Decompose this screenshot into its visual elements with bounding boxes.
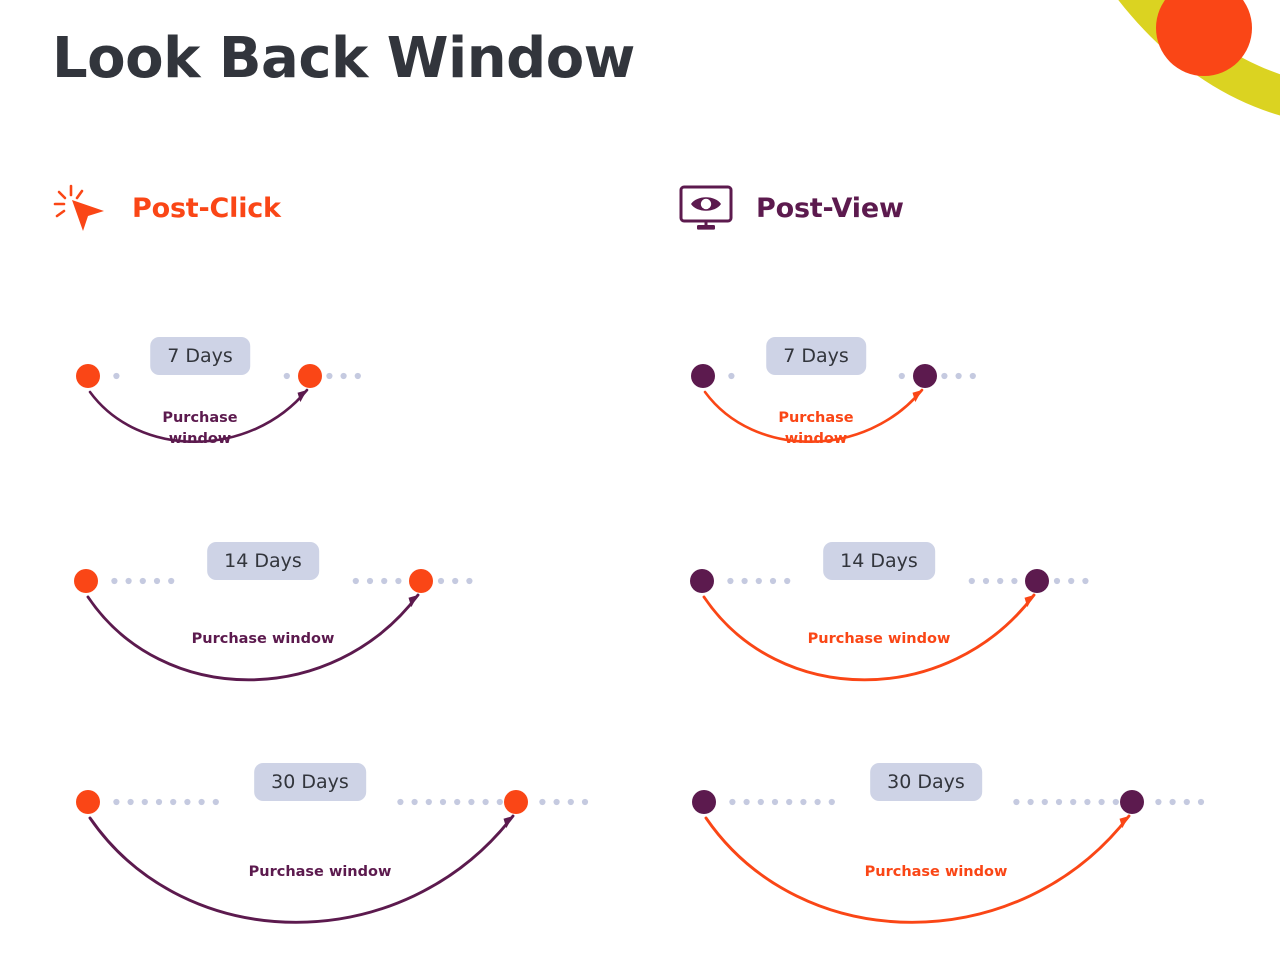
purchase-window-arrowhead [912, 390, 922, 403]
timeline-end-marker [298, 364, 322, 388]
timeline-dot-track [111, 577, 473, 585]
timeline-start-marker [76, 790, 100, 814]
purchase-window-arc [703, 388, 924, 443]
timeline-graphic [690, 569, 1089, 682]
day-window-label: 30 Days [271, 771, 349, 793]
timeline-graphic [74, 569, 473, 682]
corner-band-shape [1118, 0, 1280, 116]
day-window-pill[interactable]: 7 Days [766, 337, 866, 375]
timeline-end-marker [1025, 569, 1049, 593]
post-view-title: Post-View [756, 192, 904, 224]
timeline-start-marker [690, 569, 714, 593]
timeline-dot-track [729, 798, 1205, 806]
page-title: Look Back Window [52, 26, 635, 91]
timeline-dot-track [113, 372, 361, 380]
timeline-end-marker [913, 364, 937, 388]
purchase-window-label: Purchase window [807, 631, 951, 647]
purchase-window-label: Purchase window [162, 410, 238, 447]
purchase-window-label: Purchase window [778, 410, 854, 447]
day-window-label: 14 Days [840, 550, 918, 572]
timeline-start-marker [74, 569, 98, 593]
purchase-window-arc [86, 593, 420, 682]
purchase-window-arrowhead [408, 595, 418, 608]
corner-circle-shape [1156, 0, 1252, 76]
day-window-pill[interactable]: 30 Days [254, 763, 366, 801]
timeline-dot-track [727, 577, 1089, 585]
timeline-end-marker [409, 569, 433, 593]
purchase-window-arrowhead [297, 390, 307, 403]
day-window-label: 30 Days [887, 771, 965, 793]
timeline-dot-track [728, 372, 976, 380]
purchase-window-label: Purchase window [191, 631, 335, 647]
timeline-graphic [691, 364, 976, 443]
timeline-dot-track [113, 798, 589, 806]
post-click-title: Post-Click [132, 192, 281, 224]
day-window-label: 14 Days [224, 550, 302, 572]
post-view-header: Post-View [678, 180, 904, 236]
day-window-label: 7 Days [167, 345, 233, 367]
day-window-label: 7 Days [783, 345, 849, 367]
purchase-window-arc [702, 593, 1036, 682]
timeline-end-marker [504, 790, 528, 814]
timeline-start-marker [76, 364, 100, 388]
day-window-pill[interactable]: 30 Days [870, 763, 982, 801]
timeline-start-marker [692, 790, 716, 814]
day-window-pill[interactable]: 14 Days [823, 542, 935, 580]
monitor-eye-icon [679, 185, 733, 230]
day-window-pill[interactable]: 14 Days [207, 542, 319, 580]
timeline-graphic [76, 364, 361, 443]
purchase-window-label: Purchase window [864, 864, 1008, 880]
purchase-window-arc [88, 388, 309, 443]
day-window-pill[interactable]: 7 Days [150, 337, 250, 375]
timeline-end-marker [1120, 790, 1144, 814]
purchase-window-label: Purchase window [248, 864, 392, 880]
purchase-window-arrowhead [503, 816, 513, 829]
purchase-window-arrowhead [1024, 595, 1034, 608]
timeline-start-marker [691, 364, 715, 388]
post-click-header: Post-Click [52, 180, 281, 236]
cursor-click-icon [53, 184, 104, 231]
purchase-window-arrowhead [1119, 816, 1129, 829]
